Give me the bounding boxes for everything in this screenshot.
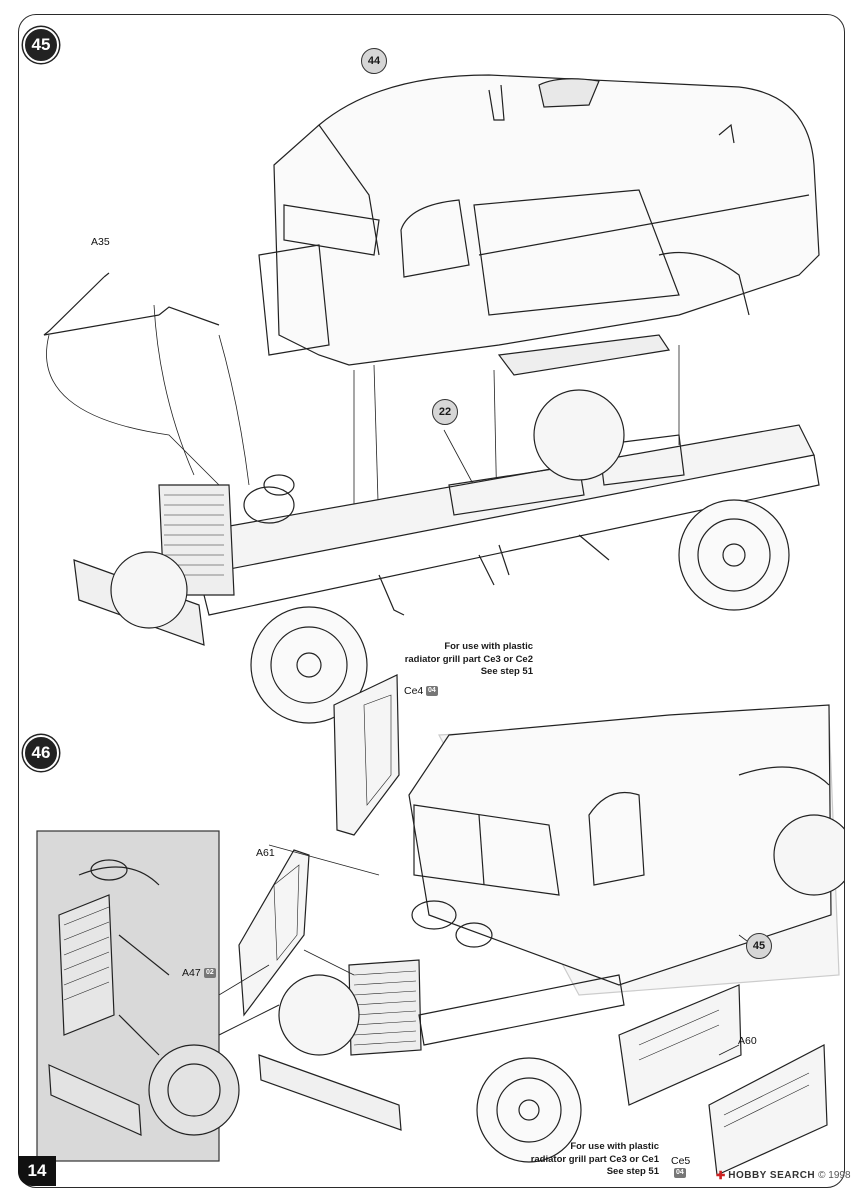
- note-line: For use with plastic: [444, 641, 533, 652]
- part-ce4-panel: [333, 674, 400, 836]
- hobby-search-logo-icon: ✚: [716, 1170, 726, 1182]
- sprue-tag-ce4: 04: [426, 686, 438, 696]
- part-label-ce4: Ce4: [404, 685, 424, 697]
- sprue-tag-a47: 02: [204, 968, 216, 978]
- part-a60-panel: [618, 984, 742, 1106]
- note-line: radiator grill part Ce3 or Ce2: [404, 653, 533, 665]
- grill-engine-drawing: [258, 900, 625, 1131]
- watermark-sub: © 1998: [818, 1170, 851, 1181]
- sprue-tag-ce5: 04: [674, 1168, 686, 1178]
- watermark-name: HOBBY SEARCH: [728, 1170, 816, 1181]
- note-line: See step 51: [480, 666, 533, 677]
- step-46-note: For use with plastic radiator grill part…: [509, 1141, 659, 1179]
- step-45-badge: 45: [23, 27, 59, 63]
- page-number: 14: [18, 1156, 56, 1186]
- step-46-badge: 46: [23, 735, 59, 771]
- part-label-a47: A47: [182, 967, 201, 979]
- wheels-step-45: [110, 389, 790, 724]
- wheels-step-46: [278, 814, 844, 1163]
- part-label-a61: A61: [256, 847, 275, 859]
- note-line: radiator grill part Ce3 or Ce1: [530, 1153, 659, 1165]
- part-label-a35: A35: [91, 236, 110, 248]
- van-body-drawing: [258, 74, 820, 376]
- step-45-note: For use with plastic radiator grill part…: [349, 641, 533, 679]
- part-label-ce5: Ce5: [671, 1155, 691, 1167]
- part-a35-rod: [43, 272, 220, 336]
- assembly-illustration: [36, 74, 844, 1176]
- callout-44: 44: [361, 48, 387, 74]
- callout-22: 22: [432, 399, 458, 425]
- note-line: For use with plastic: [570, 1141, 659, 1152]
- callout-45: 45: [746, 933, 772, 959]
- part-ce5-panel: [708, 1044, 828, 1176]
- detail-inset: [36, 830, 240, 1162]
- instruction-sheet: 45 46 44 22 45 A35 Ce4 04 For use with p…: [18, 14, 845, 1188]
- watermark: ✚ HOBBY SEARCH © 1998: [716, 1169, 851, 1182]
- part-a61-panel: [238, 849, 310, 1017]
- part-label-a60: A60: [738, 1035, 757, 1047]
- note-line: See step 51: [606, 1166, 659, 1177]
